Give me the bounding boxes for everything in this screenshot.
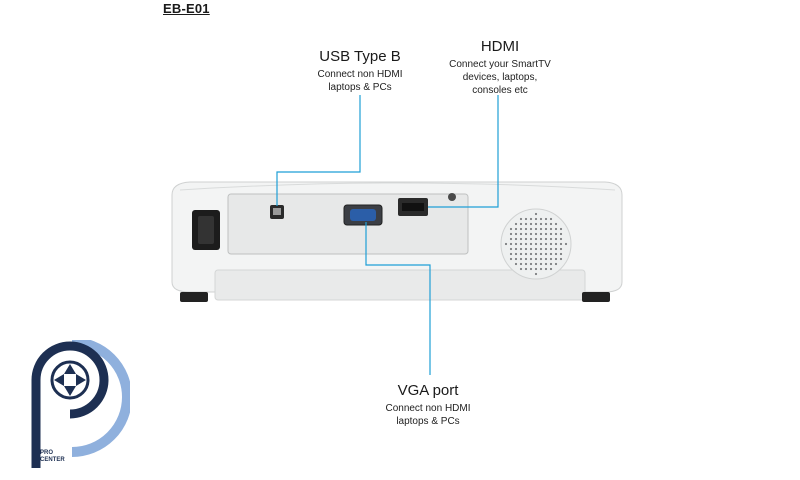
right-foot <box>582 292 610 302</box>
model-title: EB-E01 <box>163 1 210 16</box>
vga-callout: VGA port Connect non HDMI laptops & PCs <box>368 382 488 428</box>
vga-leader-line <box>365 222 431 375</box>
usb-title: USB Type B <box>319 48 401 65</box>
speaker-grille <box>500 208 572 280</box>
vga-description: Connect non HDMI laptops & PCs <box>385 403 471 427</box>
usb-callout: USB Type B Connect non HDMI laptops & PC… <box>300 48 420 94</box>
hdmi-leader-line <box>428 95 499 208</box>
projector-rear-view <box>171 181 623 302</box>
leader-lines <box>276 95 499 375</box>
usb-description: Connect non HDMI laptops & PCs <box>317 69 403 93</box>
pro-center-logo: PRO CENTER <box>30 340 130 470</box>
power-socket <box>192 210 220 250</box>
usb-leader-line <box>276 95 361 206</box>
vga-title: VGA port <box>397 382 459 399</box>
logo-text-center: CENTER <box>40 457 65 463</box>
screw <box>448 193 456 201</box>
left-foot <box>180 292 208 302</box>
logo-text-pro: PRO <box>40 450 54 456</box>
hdmi-description: Connect your SmartTV devices, laptops, c… <box>449 59 551 96</box>
usb-type-b-port <box>270 205 284 219</box>
logo-mark-icon <box>31 340 130 468</box>
hdmi-port <box>398 198 428 216</box>
hdmi-title: HDMI <box>480 38 520 55</box>
hdmi-callout: HDMI Connect your SmartTV devices, lapto… <box>440 38 560 97</box>
vga-port <box>343 204 383 226</box>
